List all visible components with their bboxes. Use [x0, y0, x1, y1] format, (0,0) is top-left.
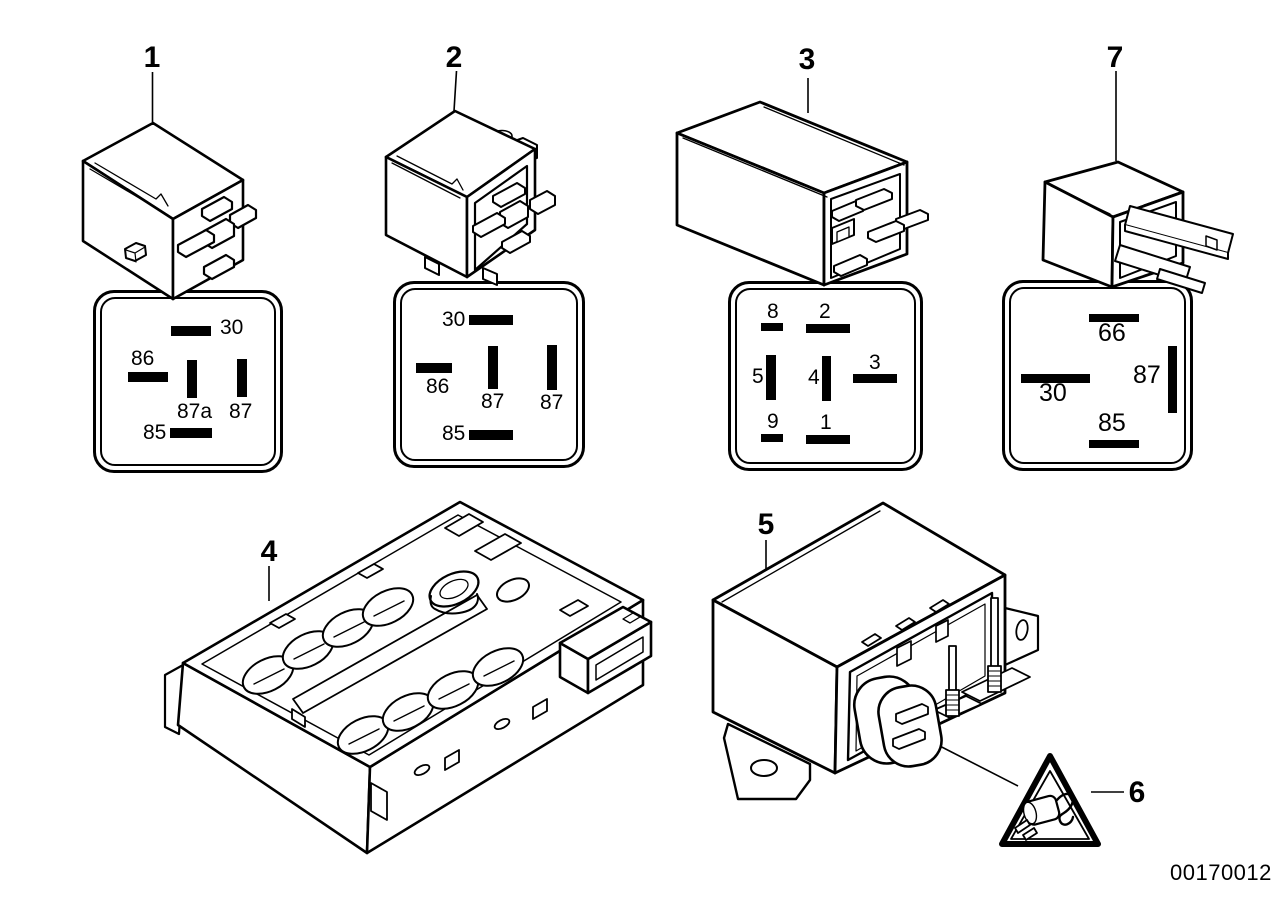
- relay2-pin-87-right-bar: [547, 345, 557, 390]
- relay3-pin-9-bar: [761, 434, 783, 442]
- relay2-pin-86-label: 86: [426, 375, 450, 398]
- relay1-pin-85-label: 85: [143, 421, 167, 444]
- relay2-pin-30-label: 30: [442, 308, 466, 331]
- relay-1-drawing: [81, 121, 258, 301]
- relay2-pin-85-label: 85: [442, 422, 466, 445]
- relay1-pin-86-bar: [128, 372, 168, 382]
- diagram-number: 00170012: [1170, 860, 1272, 885]
- relay-1-pin-diagram: 30 86 87a 87 85: [93, 290, 283, 473]
- relay-7-pin-diagram-inner-border: [1009, 287, 1186, 464]
- relay1-pin-30-bar: [171, 326, 211, 336]
- relay7-pin-30-bar: [1021, 374, 1090, 383]
- relay3-pin-1-bar: [806, 435, 850, 444]
- relay-1-pin-diagram-inner-border: [100, 297, 276, 466]
- callout-2-label: 2: [445, 41, 463, 74]
- relay1-pin-87a-label: 87a: [177, 400, 213, 423]
- relay1-pin-87-bar: [237, 359, 247, 397]
- relay3-pin-5-bar: [766, 355, 776, 400]
- callout-3-label: 3: [798, 43, 816, 76]
- relay2-pin-87-center-label: 87: [481, 390, 505, 413]
- relay3-pin-4-label: 4: [808, 366, 820, 389]
- relay7-pin-85-label: 85: [1098, 409, 1126, 437]
- relay7-pin-66-bar: [1089, 314, 1139, 322]
- relay1-pin-87-label: 87: [229, 400, 253, 423]
- relay1-pin-86-label: 86: [131, 347, 155, 370]
- relay2-pin-87-right-label: 87: [540, 391, 564, 414]
- relay-5-drawing: [711, 501, 1040, 801]
- callout-5-label: 5: [757, 508, 775, 541]
- relay3-pin-3-bar: [853, 374, 897, 383]
- relay3-pin-2-label: 2: [819, 300, 831, 323]
- relay2-pin-87-center-bar: [488, 346, 498, 389]
- relay2-pin-30-bar: [469, 315, 513, 325]
- callout-4-label: 4: [260, 535, 278, 568]
- relay3-pin-3-label: 3: [869, 351, 881, 374]
- callout-1-label: 1: [143, 41, 161, 74]
- relay3-pin-5-label: 5: [752, 365, 764, 388]
- relay-2-pin-diagram-inner-border: [400, 288, 578, 461]
- relay3-pin-1-label: 1: [820, 411, 832, 434]
- relay1-pin-87a-bar: [187, 360, 197, 398]
- relay-2-drawing: [384, 109, 556, 286]
- relay3-pin-8-label: 8: [767, 300, 779, 323]
- relay3-pin-4-bar: [822, 356, 831, 401]
- relay1-pin-85-bar: [170, 428, 212, 438]
- relay3-pin-9-label: 9: [767, 410, 779, 433]
- callout-6-label: 6: [1128, 776, 1146, 809]
- relay-3-pin-diagram-inner-border: [735, 288, 916, 464]
- relay-3-drawing: [675, 100, 929, 287]
- relay7-pin-87-bar: [1168, 346, 1177, 413]
- relay1-pin-30-label: 30: [220, 316, 244, 339]
- relay-3-pin-diagram: 8 2 5 4 3 9 1: [728, 281, 923, 471]
- module-4-drawing: [163, 500, 653, 855]
- relay7-pin-30-label: 30: [1039, 379, 1067, 407]
- relay2-pin-86-bar: [416, 363, 452, 373]
- relay7-pin-66-label: 66: [1098, 319, 1126, 347]
- relay-2-pin-diagram: 30 86 87 87 85: [393, 281, 585, 468]
- relay3-pin-8-bar: [761, 323, 783, 331]
- relay-7-pin-diagram: 66 30 87 85: [1002, 280, 1193, 471]
- plug-warning-triangle-icon: [999, 753, 1101, 847]
- relay3-pin-2-bar: [806, 324, 850, 333]
- relay2-pin-85-bar: [469, 430, 513, 440]
- relay-7-drawing: [1041, 160, 1234, 294]
- relay7-pin-85-bar: [1089, 440, 1139, 448]
- callout-7-label: 7: [1106, 41, 1124, 74]
- relay7-pin-87-label: 87: [1133, 361, 1161, 389]
